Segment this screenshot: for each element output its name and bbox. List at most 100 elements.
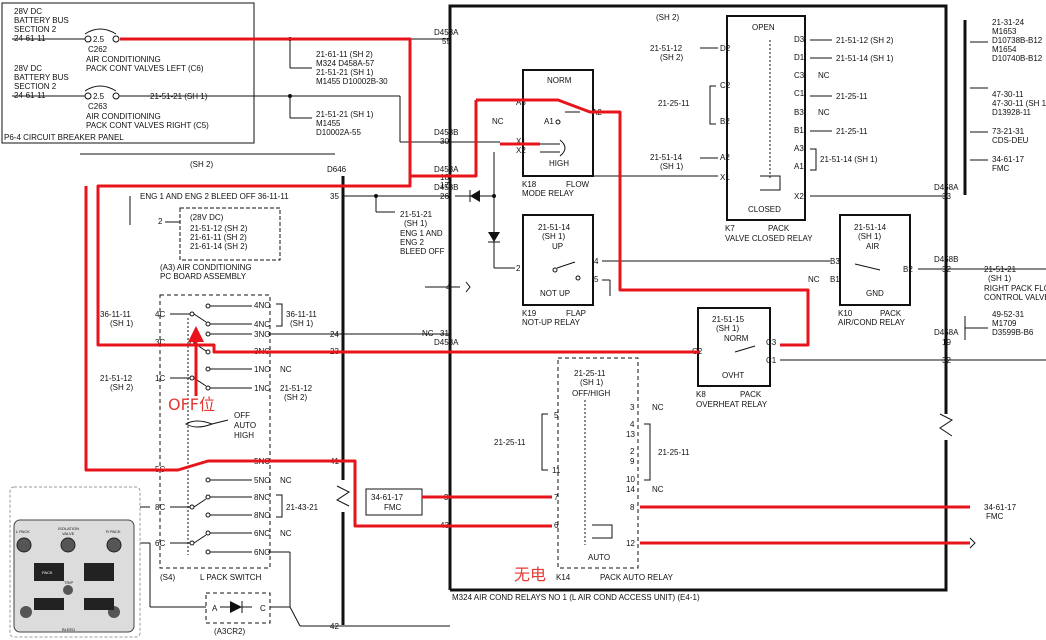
s4-ref2-0: 36-11-11 xyxy=(286,310,317,319)
rref-a-1: M1653 xyxy=(992,27,1017,36)
k7-pin-a2: A2 xyxy=(720,153,730,162)
conn-d458a-31: D458A xyxy=(434,338,459,347)
pin-1nc: 1NC xyxy=(254,384,270,393)
cb2-name-1: PACK CONT VALVES RIGHT (C5) xyxy=(86,121,209,130)
panel-lbl-iso: ISOLATION xyxy=(58,526,79,531)
k7-ref-7: 21-51-14 xyxy=(650,153,683,162)
cb1-rating: 2.5 xyxy=(93,35,105,44)
rp-ctrl-2: RIGHT PACK FLOW xyxy=(984,284,1046,293)
rref-d-1: FMC xyxy=(992,164,1010,173)
k14-pin-4: 4 xyxy=(630,420,635,429)
k14-top-0: 21-25-11 xyxy=(574,369,606,378)
k7-pin-x2: X2 xyxy=(794,192,804,201)
pin-6nc: 6NC xyxy=(254,529,270,538)
s4-ref1-0: 36-11-11 xyxy=(100,310,131,319)
pos-off: OFF xyxy=(234,411,250,420)
s4-ref3-1: (SH 2) xyxy=(110,383,133,392)
k14-pin-13: 13 xyxy=(626,430,635,439)
fmc-r-1: FMC xyxy=(986,512,1004,521)
ref-block1-3: M1455 D10002B-30 xyxy=(316,77,388,86)
pc-board-0: (28V DC) xyxy=(190,213,224,222)
cb1-src-2: SECTION 2 xyxy=(14,25,57,34)
k14-bottom: AUTO xyxy=(588,553,610,562)
k14-pin-7: 7 xyxy=(554,493,559,502)
k14-pin-5: 5 xyxy=(554,411,559,420)
k10-top-1: (SH 1) xyxy=(858,232,881,241)
ref49-1: M1709 xyxy=(992,319,1017,328)
k14-pin-9: 9 xyxy=(630,457,635,466)
bleed-ref-2: ENG 1 AND xyxy=(400,229,443,238)
k7-id: K7 xyxy=(725,224,735,233)
red-path-k18 xyxy=(476,98,810,347)
k7-ref-3: 21-51-14 (SH 1) xyxy=(836,54,894,63)
conn-d458b-26: D458B xyxy=(434,183,458,192)
k8-bottom: OVHT xyxy=(722,371,744,380)
k19-pin-5: 5 xyxy=(594,275,599,284)
fmc-r-0: 34-61-17 xyxy=(984,503,1017,512)
diode-c: C xyxy=(260,604,266,613)
k19-top-1: (SH 1) xyxy=(542,232,565,241)
k18-top: NORM xyxy=(547,76,572,85)
rp-ctrl-1: (SH 1) xyxy=(988,274,1011,283)
k8-pin-c1: C1 xyxy=(766,356,777,365)
k8-top-2: NORM xyxy=(724,334,749,343)
panel-lbl-bleed: BLEED xyxy=(62,627,75,632)
pin-1no: 1NO xyxy=(254,365,270,374)
k18-pin-x1: X1 xyxy=(516,137,526,146)
cb1-id: C262 xyxy=(88,45,108,54)
pin-3c: 3C xyxy=(155,338,165,347)
sh2-mid: (SH 2) xyxy=(190,160,213,169)
pin-8c: 8C xyxy=(155,503,165,512)
pin-55: 55 xyxy=(442,37,451,46)
pin-30: 30 xyxy=(440,137,449,146)
s4-ref1-1: (SH 1) xyxy=(110,319,133,328)
k19-id: K19 xyxy=(522,309,537,318)
rref-b-2: D13928-11 xyxy=(992,108,1032,117)
k19-name-0: FLAP xyxy=(566,309,586,318)
cb1-src-1: BATTERY BUS xyxy=(14,16,69,25)
ref-block1-0: 21-61-11 (SH 2) xyxy=(316,50,373,59)
rref-b-0: 47-30-11 xyxy=(992,90,1024,99)
pin-32: 32 xyxy=(942,265,951,274)
nc-5no: NC xyxy=(280,476,292,485)
conn-d458a-33: D458A xyxy=(934,183,959,192)
ref49-0: 49-52-31 xyxy=(992,310,1025,319)
cb2-src-1: BATTERY BUS xyxy=(14,73,69,82)
conn-d458a-top: D458A xyxy=(434,165,459,174)
cb2-src-0: 28V DC xyxy=(14,64,42,73)
k7-bottom: CLOSED xyxy=(748,205,781,214)
pin-33: 33 xyxy=(942,192,951,201)
k19-name-1: NOT-UP RELAY xyxy=(522,318,581,327)
k7-nc-b3: NC xyxy=(818,108,830,117)
bleed-ref-0: 21-51-21 xyxy=(400,210,433,219)
k7-pin-c2: C2 xyxy=(720,81,731,90)
diode-a: A xyxy=(212,604,218,613)
k14-name: PACK AUTO RELAY xyxy=(600,573,674,582)
k7-ref-5: 21-25-11 xyxy=(836,92,868,101)
k7-pin-b2: B2 xyxy=(720,117,730,126)
k18-nc: NC xyxy=(492,117,504,126)
k14-top-2: OFF/HIGH xyxy=(572,389,610,398)
k7-pin-b1: B1 xyxy=(794,126,804,135)
k7-top: OPEN xyxy=(752,23,775,32)
k8-top-0: 21-51-15 xyxy=(712,315,745,324)
k14-pin-3: 3 xyxy=(630,403,635,412)
k7-ref-2: 21-51-12 (SH 2) xyxy=(836,36,894,45)
k7-name-0: PACK xyxy=(768,224,790,233)
s4-ref3-0: 21-51-12 xyxy=(100,374,133,383)
k7-ref-8: (SH 1) xyxy=(660,162,683,171)
pin-32b: 32 xyxy=(942,356,951,365)
off-position-arrow xyxy=(188,326,204,396)
cb2-name-0: AIR CONDITIONING xyxy=(86,112,161,121)
rref-d-0: 34-61-17 xyxy=(992,155,1025,164)
k14-ref-l: 21-25-11 xyxy=(494,438,526,447)
k10-pin-b1: B1 xyxy=(830,275,840,284)
pc-board-3: 21-61-14 (SH 2) xyxy=(190,242,248,251)
pin-6c: 6C xyxy=(155,539,165,548)
k10-pin-b2: B2 xyxy=(903,265,913,274)
pin-17: 17 xyxy=(440,181,449,190)
pc-board-1: 21-51-12 (SH 2) xyxy=(190,224,248,233)
cb2-id: C263 xyxy=(88,102,108,111)
k19-pin-4: 4 xyxy=(594,257,599,266)
cb-panel-label: P6-4 CIRCUIT BREAKER PANEL xyxy=(4,133,124,142)
